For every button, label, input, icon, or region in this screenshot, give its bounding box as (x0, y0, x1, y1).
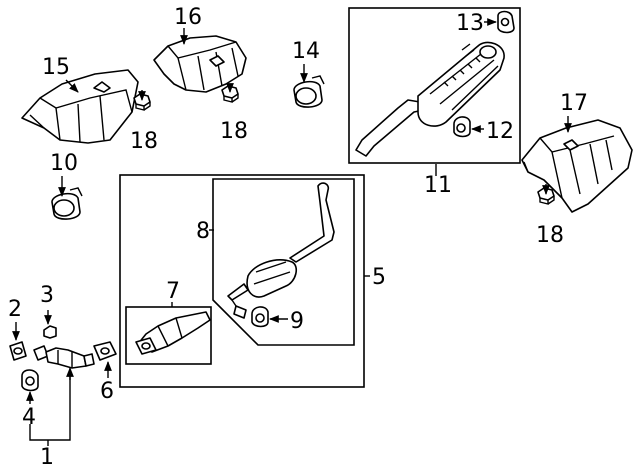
heat-shield-15[interactable] (21, 69, 139, 144)
converter-7[interactable] (135, 311, 211, 355)
label-16: 16 (174, 5, 202, 30)
label-2: 2 (8, 297, 22, 322)
label-7: 7 (166, 279, 180, 304)
clamp-14[interactable] (293, 75, 325, 108)
hanger-4[interactable] (21, 369, 39, 392)
gasket-2[interactable] (9, 341, 27, 361)
muffler-11[interactable] (355, 41, 505, 157)
label-17: 17 (560, 91, 588, 116)
label-9: 9 (290, 309, 304, 334)
front-pipe-1[interactable] (33, 345, 95, 369)
hanger-12[interactable] (453, 116, 471, 138)
label-4: 4 (22, 405, 36, 430)
label-5: 5 (372, 265, 386, 290)
center-pipe-8[interactable] (227, 182, 335, 319)
gasket-6[interactable] (93, 341, 117, 361)
clamp-10[interactable] (51, 187, 83, 220)
label-6: 6 (100, 379, 114, 404)
label-8: 8 (196, 219, 210, 244)
label-11: 11 (424, 173, 452, 198)
front-pipe-group-box (119, 174, 365, 388)
label-18-a: 18 (130, 129, 158, 154)
converter-group-box (125, 306, 212, 365)
label-15: 15 (42, 55, 70, 80)
label-18-b: 18 (220, 119, 248, 144)
label-18-c: 18 (536, 223, 564, 248)
label-3: 3 (40, 283, 54, 308)
muffler-group-box (348, 7, 521, 164)
heat-shield-17[interactable] (521, 119, 633, 213)
label-12: 12 (486, 119, 514, 144)
center-pipe-group-box (212, 178, 355, 346)
label-1: 1 (40, 445, 54, 470)
label-14: 14 (292, 39, 320, 64)
heat-shield-16[interactable] (153, 35, 247, 93)
hanger-9[interactable] (251, 306, 269, 328)
hanger-13[interactable] (497, 10, 515, 34)
label-10: 10 (50, 151, 78, 176)
nut-3[interactable] (43, 325, 57, 339)
label-13: 13 (456, 11, 484, 36)
